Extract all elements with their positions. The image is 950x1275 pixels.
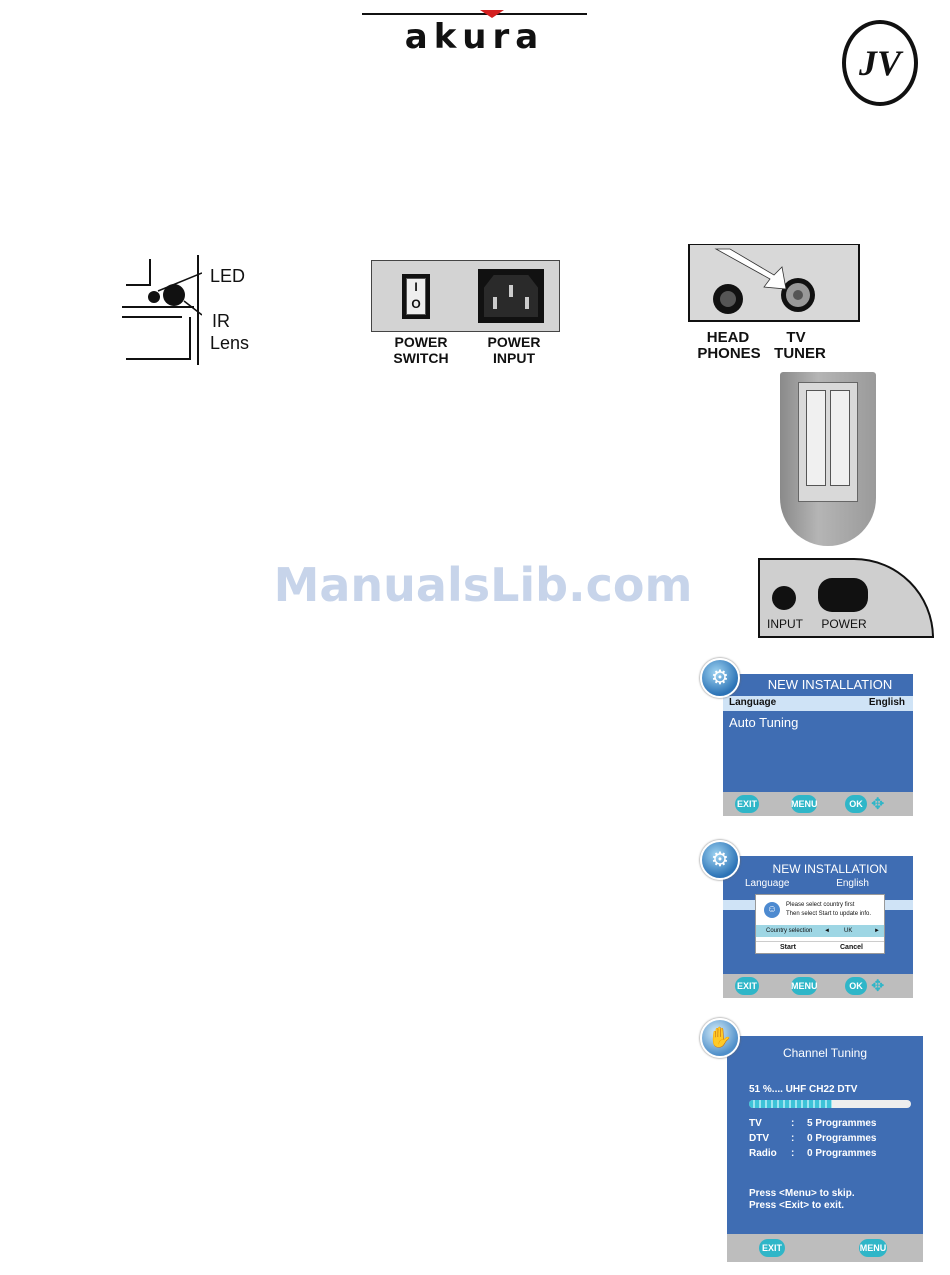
language-value: English — [868, 697, 905, 708]
country-selection-screen: NEW INSTALLATION Language English ☺ Plea… — [723, 856, 913, 998]
info-icon: ☺ — [764, 902, 780, 918]
tuning-icon: ✋ — [700, 1018, 740, 1058]
arrow-icon — [714, 248, 787, 290]
exit-button-2[interactable]: EXIT — [735, 977, 759, 995]
watermark: ManualsLib.com — [273, 558, 693, 612]
language-value-2: English — [836, 878, 869, 889]
jv-badge: JV — [842, 20, 918, 106]
menu-button-3[interactable]: MENU — [859, 1239, 887, 1257]
tv-caption: TV — [786, 329, 806, 346]
new-installation-screen: NEW INSTALLATION Language English Auto T… — [723, 674, 913, 816]
switch-off-mark: O — [411, 297, 421, 311]
logo-accent — [480, 10, 504, 18]
brand-logo: akura — [362, 10, 587, 57]
cancel-button[interactable]: Cancel — [840, 944, 863, 951]
screen1-title: NEW INSTALLATION — [767, 677, 893, 692]
ir-label: IR — [212, 311, 230, 331]
ok-button-2[interactable]: OK — [845, 977, 867, 995]
start-button[interactable]: Start — [780, 944, 796, 951]
led-ir-diagram — [122, 255, 202, 365]
power-caption: POWER — [821, 617, 867, 631]
programme-row: Radio:0 Programmes — [749, 1148, 877, 1159]
language-label: Language — [729, 697, 777, 708]
channel-tuning-screen: Channel Tuning 51 %.... UHF CH22 DTV TV:… — [727, 1036, 923, 1262]
country-value: UK — [844, 928, 853, 934]
tuning-progress-fill — [749, 1100, 832, 1108]
tuner-caption: TUNER — [774, 345, 826, 362]
programme-row: DTV:0 Programmes — [749, 1133, 877, 1144]
ok-button[interactable]: OK — [845, 795, 867, 813]
logo-text: akura — [404, 17, 545, 57]
auto-tuning-item[interactable]: Auto Tuning — [729, 715, 799, 730]
jack-panel — [688, 244, 860, 322]
remote-battery-compartment — [780, 372, 876, 546]
exit-button-3[interactable]: EXIT — [759, 1239, 785, 1257]
input-button — [772, 586, 796, 610]
hint-skip: Press <Menu> to skip. — [749, 1188, 855, 1199]
exit-button[interactable]: EXIT — [735, 795, 759, 813]
screen2-button-bar: EXIT MENU OK ✥ — [723, 974, 913, 998]
country-dialog: ☺ Please select country first Then selec… — [755, 894, 885, 954]
power-switch-caption: POWER SWITCH — [393, 334, 449, 366]
power-panel: I O — [371, 260, 560, 332]
tuning-status: 51 %.... UHF CH22 DTV — [749, 1084, 858, 1095]
led-label: LED — [210, 266, 246, 286]
menu-button-2[interactable]: MENU — [791, 977, 818, 995]
language-label-2: Language — [745, 878, 790, 889]
power-switch: I O — [402, 274, 430, 319]
programme-row: TV:5 Programmes — [749, 1118, 877, 1129]
power-input-caption: POWER INPUT — [487, 334, 541, 366]
country-label: Country selection — [766, 928, 813, 934]
ir-lens — [163, 284, 185, 306]
screen3-title: Channel Tuning — [782, 1046, 868, 1060]
side-panel: INPUT POWER — [758, 558, 934, 638]
led-dot — [148, 291, 160, 303]
screen1-button-bar: EXIT MENU OK ✥ — [723, 792, 913, 816]
left-arrow-icon[interactable]: ◄ — [824, 928, 830, 934]
dialog-message-1: Please select country first — [786, 902, 855, 908]
tuning-hints: Press <Menu> to skip. Press <Exit> to ex… — [749, 1188, 855, 1212]
navigation-arrows-icon-2: ✥ — [871, 978, 885, 995]
input-caption: INPUT — [767, 617, 803, 631]
hint-exit: Press <Exit> to exit. — [749, 1200, 845, 1211]
right-arrow-icon[interactable]: ► — [874, 928, 880, 934]
power-button — [818, 578, 868, 612]
language-row-2[interactable]: Language English — [723, 878, 913, 892]
power-socket — [478, 269, 544, 323]
language-row[interactable]: Language English — [723, 696, 913, 711]
battery-right — [830, 390, 850, 486]
screen2-title: NEW INSTALLATION — [772, 862, 888, 876]
lens-label: Lens — [210, 333, 250, 353]
logo-top-line — [362, 13, 587, 15]
headphones-caption-2: PHONES — [697, 345, 761, 362]
switch-on-mark: I — [414, 280, 418, 294]
menu-button[interactable]: MENU — [791, 795, 818, 813]
dialog-message-2: Then select Start to update info. — [786, 911, 872, 917]
gear-icon: ⚙ — [700, 658, 740, 698]
gear-icon-2: ⚙ — [700, 840, 740, 880]
screen3-button-bar: EXIT MENU — [727, 1234, 923, 1262]
tuning-progress-bar — [749, 1100, 911, 1108]
headphones-caption: HEAD — [706, 329, 750, 346]
programme-list: TV:5 Programmes DTV:0 Programmes Radio:0… — [749, 1116, 876, 1161]
country-selector[interactable]: Country selection ◄ UK ► — [756, 925, 884, 937]
battery-left — [806, 390, 826, 486]
navigation-arrows-icon: ✥ — [871, 796, 885, 813]
